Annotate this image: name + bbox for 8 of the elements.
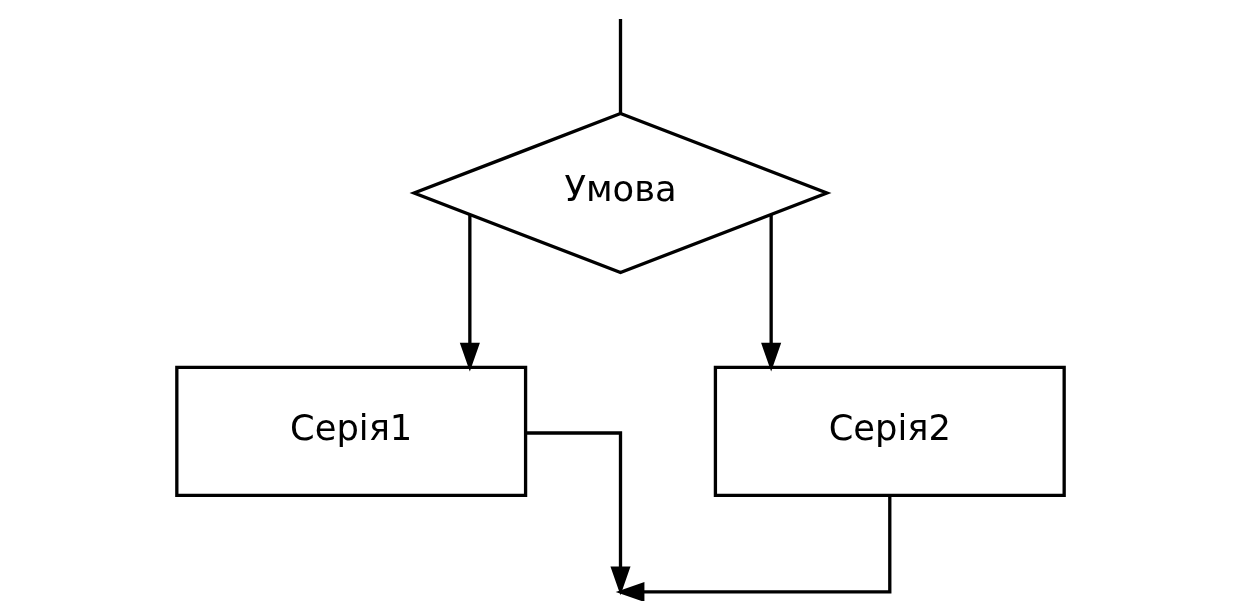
node-box: Серія2 (713, 365, 1066, 498)
connector (618, 19, 623, 114)
arrow (615, 495, 892, 601)
node-box: Серія1 (175, 365, 528, 498)
arrow (459, 215, 480, 372)
arrow (761, 215, 782, 372)
arrow (526, 431, 631, 596)
node-diamond: Умова (409, 111, 832, 275)
